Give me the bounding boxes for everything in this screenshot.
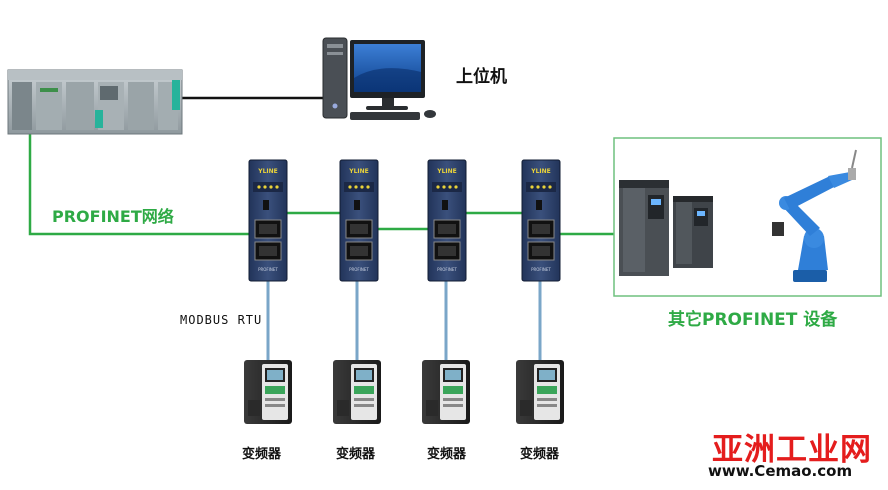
other-devices-box	[613, 137, 882, 297]
plc-rack	[7, 69, 183, 135]
vfd-3-label: 变频器	[427, 447, 467, 462]
gateway-2-brand: YLINE	[348, 168, 369, 175]
vfd-2-label: 变频器	[336, 447, 376, 462]
vfd-1	[244, 360, 292, 424]
vfd-3	[422, 360, 470, 424]
gateway-3-model: PROFINET	[437, 267, 457, 272]
gateway-group: YLINE YLINE YLINE YLINE PROFINET PROFINE…	[248, 159, 561, 282]
connection-lines	[28, 96, 782, 362]
watermark-logo: 亚洲工业网	[712, 432, 872, 468]
gateway-1-brand: YLINE	[257, 168, 278, 175]
other-profinet-devices-label: 其它PROFINET 设备	[668, 310, 838, 330]
modbus-rtu-label: MODBUS RTU	[180, 313, 263, 327]
gateway-2	[339, 159, 379, 282]
vfd-2	[333, 360, 381, 424]
gateway-4-model: PROFINET	[531, 267, 551, 272]
profinet-network-label: PROFINET网络	[52, 207, 174, 226]
vfd-group	[244, 360, 564, 424]
robot-arm	[772, 149, 857, 282]
host-pc-label: 上位机	[456, 67, 507, 87]
profinet-plc-to-gateway-1	[28, 134, 249, 236]
gateway-2-model: PROFINET	[349, 267, 369, 272]
vfd-4	[516, 360, 564, 424]
watermark-url: www.Cemao.com	[708, 462, 853, 480]
gateway-1	[248, 159, 288, 282]
pc-tower	[322, 37, 348, 119]
host-pc-computer	[322, 37, 436, 120]
gateway-1-model: PROFINET	[258, 267, 278, 272]
pc-keyboard	[350, 112, 420, 120]
inverter-large	[619, 180, 669, 276]
gateway-3-brand: YLINE	[436, 168, 457, 175]
pc-mouse	[424, 110, 436, 118]
gateway-3	[427, 159, 467, 282]
gateway-4	[521, 159, 561, 282]
vfd-1-label: 变频器	[242, 447, 282, 462]
vfd-4-label: 变频器	[520, 447, 560, 462]
inverter-small	[673, 196, 713, 268]
gateway-4-brand: YLINE	[530, 168, 551, 175]
